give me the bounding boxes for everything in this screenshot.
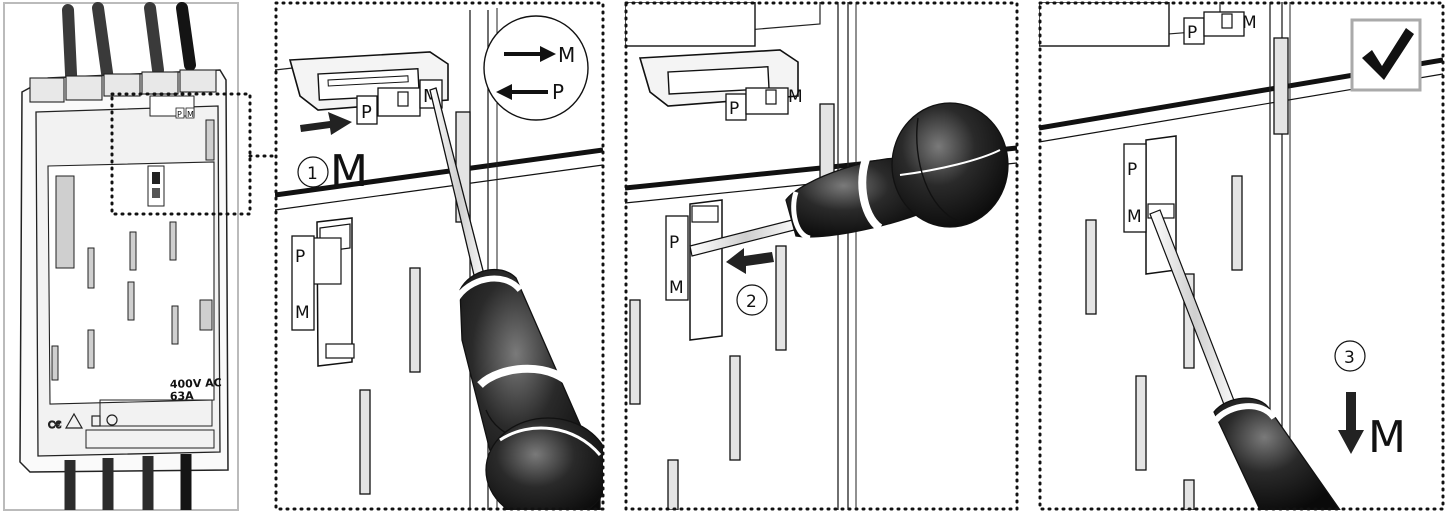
lower-p-1: P [295, 247, 305, 267]
panel-3-frame [1038, 1, 1445, 511]
lower-p-2: P [669, 233, 679, 253]
tag-m-2: M [788, 87, 803, 107]
arrow-right-icon [504, 46, 556, 62]
tag-m-3: M [1242, 13, 1257, 33]
panel3-step: 3 [1344, 348, 1355, 368]
step-2-badge [736, 284, 768, 316]
pull-arrow-icon [726, 248, 774, 274]
screwdriver-1 [429, 87, 603, 510]
device-tiny-p: P [177, 110, 182, 119]
step-1-panel: P M 1 M P M [274, 1, 605, 511]
step-2-panel: P M P M 2 [624, 1, 1019, 511]
device-overview: P M 400V AC 63A C€ [3, 2, 278, 511]
panel-2-frame [624, 1, 1019, 511]
device-slots [51, 119, 215, 381]
step-3-mode: M [1368, 412, 1406, 463]
voltage-label: 400V AC [170, 376, 222, 391]
screwdriver-2 [689, 102, 1009, 257]
panel-1-frame [274, 1, 605, 511]
lower-m-2: M [669, 278, 684, 298]
device-tiny-m: M [187, 110, 194, 119]
bottom-cables [64, 454, 192, 510]
step-1-mode: M [330, 146, 368, 197]
top-terminals [29, 69, 217, 103]
zoom-region [110, 92, 252, 216]
arrow-left-icon [496, 84, 548, 100]
top-cables [62, 2, 196, 101]
legend-p: P [552, 80, 564, 104]
tag-p-3: P [1187, 23, 1197, 43]
tag-p-1 [356, 95, 378, 125]
push-arrow-icon [300, 112, 352, 135]
tag-p-2: P [729, 99, 739, 119]
panel1-step: 1 [307, 164, 318, 184]
certification-icons: C€ [47, 412, 118, 432]
overview-frame [3, 2, 239, 511]
legend-m: M [558, 43, 575, 67]
step-3-badge [1334, 340, 1366, 372]
svg-text:C€: C€ [48, 420, 61, 431]
current-label: 63A [170, 389, 195, 403]
panel2-step: 2 [746, 292, 757, 312]
step-1-badge [297, 156, 329, 188]
checkmark-icon [1362, 28, 1414, 80]
lower-p-3: P [1127, 160, 1137, 180]
step-3-panel: P M P M 3 [1038, 1, 1445, 511]
lower-m-1: M [295, 303, 310, 323]
panel1-tag-p: P [361, 102, 372, 123]
arrow-down-icon [1338, 392, 1364, 454]
direction-legend [483, 15, 589, 121]
checkmark-box [1350, 18, 1422, 92]
screwdriver-3 [1149, 209, 1341, 510]
lower-m-3: M [1127, 207, 1142, 227]
